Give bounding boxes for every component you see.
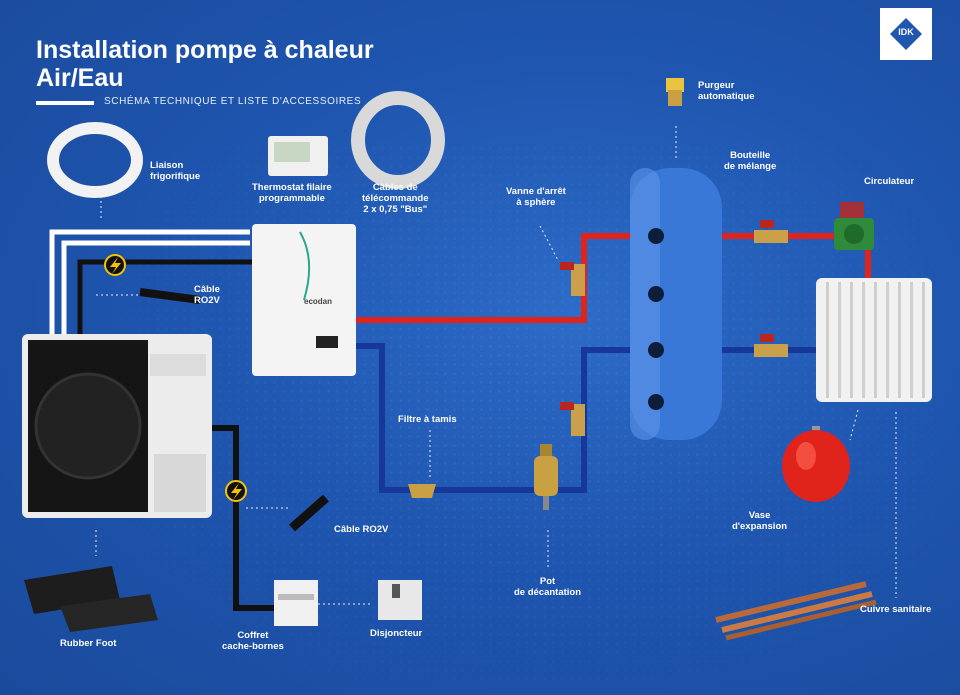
ro2v-cable-bottom: [289, 494, 329, 532]
refrigerant-line-2: [61, 240, 250, 338]
label-cable-ro2v-bottom: Câble RO2V: [334, 524, 389, 535]
label-cables-line1: Câbles de: [372, 182, 418, 193]
label-vase-line2: d'expansion: [732, 521, 788, 532]
label-vanne-line1: Vanne d'arrêt: [506, 186, 566, 197]
refrigerant-line-1: [49, 229, 250, 338]
label-purgeur: Purgeur automatique: [698, 80, 754, 102]
refrigerant-coil: [47, 122, 143, 198]
lightning-icon: [225, 480, 247, 502]
sediment-pot: [534, 444, 558, 510]
label-purgeur-line2: automatique: [698, 91, 755, 102]
label-cuivre: Cuivre sanitaire: [860, 604, 932, 615]
label-bouteille-line2: de mélange: [724, 161, 777, 172]
label-liaison: Liaison frigorifique: [150, 160, 200, 182]
label-liaison-line1: Liaison: [150, 160, 184, 171]
ro2v-cable-top: [139, 288, 201, 304]
label-vanne: Vanne d'arrêt à sphère: [506, 186, 566, 208]
hydro-unit: [252, 224, 356, 376]
label-pot-line2: de décantation: [514, 587, 582, 598]
label-filtre: Filtre à tamis: [398, 414, 457, 425]
power-cable-bottom: [212, 425, 276, 611]
auto-air-vent: [666, 78, 684, 106]
ball-valve-cold: [560, 402, 585, 436]
brand-logo: IDK: [880, 8, 932, 60]
mixing-bottle: [630, 168, 722, 440]
radiator: [816, 278, 932, 402]
logo-text: IDK: [898, 27, 914, 37]
label-bouteille-line1: Bouteille: [730, 150, 771, 161]
label-cable-top-line2: RO2V: [194, 295, 220, 306]
diamond-logo-icon: [890, 18, 922, 50]
label-circulateur: Circulateur: [864, 176, 915, 187]
copper-pipes: [715, 581, 877, 641]
expansion-vessel: [782, 426, 850, 502]
circuit-breaker: [378, 580, 422, 620]
cold-pipe-return: [354, 343, 632, 493]
label-thermostat-line1: Thermostat filaire: [252, 182, 332, 193]
label-vase: Vase d'expansion: [732, 510, 787, 532]
label-rubber-foot: Rubber Foot: [60, 638, 117, 649]
lightning-icon: [104, 254, 126, 276]
label-cables-telecommande: Câbles de télécommande 2 x 0,75 "Bus": [362, 182, 429, 215]
label-coffret: Coffret cache-bornes: [222, 630, 284, 652]
unit-brand-label: ecodan: [304, 297, 333, 306]
page-title-line1: Installation pompe à chaleur: [36, 36, 374, 64]
ball-valve-circuit-hot: [754, 220, 788, 243]
label-cable-top-line1: Câble: [194, 284, 220, 295]
label-disjoncteur: Disjoncteur: [370, 628, 423, 639]
bus-cable-coil: [351, 91, 445, 189]
label-vase-line1: Vase: [748, 510, 771, 521]
label-pot: Pot de décantation: [514, 576, 581, 598]
label-coffret-line1: Coffret: [237, 630, 269, 641]
strainer-filter: [408, 484, 436, 498]
ball-valve-circuit-cold: [754, 334, 788, 357]
thermostat: [268, 136, 328, 176]
leader-lines: [95, 126, 897, 605]
page-subtitle: SCHÉMA TECHNIQUE ET LISTE D'ACCESSOIRES: [104, 96, 362, 107]
label-thermostat: Thermostat filaire programmable: [252, 182, 332, 204]
label-purgeur-line1: Purgeur: [698, 80, 735, 91]
page-title: Installation pompe à chaleur Air/Eau: [36, 36, 374, 92]
label-bouteille: Bouteille de mélange: [724, 150, 776, 172]
junction-box: [274, 580, 318, 626]
label-cable-ro2v-top: Câble RO2V: [194, 284, 220, 306]
outdoor-unit: [22, 334, 212, 518]
power-cable-top: [77, 259, 252, 338]
label-liaison-line2: frigorifique: [150, 171, 201, 182]
ball-valve-hot: [560, 262, 585, 296]
label-cables-line2: télécommande: [362, 193, 429, 204]
title-underline: [36, 101, 94, 105]
label-thermostat-line2: programmable: [258, 193, 325, 204]
label-cables-line3: 2 x 0,75 "Bus": [363, 204, 428, 215]
label-coffret-line2: cache-bornes: [222, 641, 284, 652]
label-pot-line1: Pot: [539, 576, 556, 587]
hot-pipe-out: [354, 233, 632, 323]
rubber-feet: [24, 566, 158, 632]
page-title-line2: Air/Eau: [36, 64, 124, 92]
label-vanne-line2: à sphère: [516, 197, 556, 208]
circulator-pump: [834, 202, 874, 250]
